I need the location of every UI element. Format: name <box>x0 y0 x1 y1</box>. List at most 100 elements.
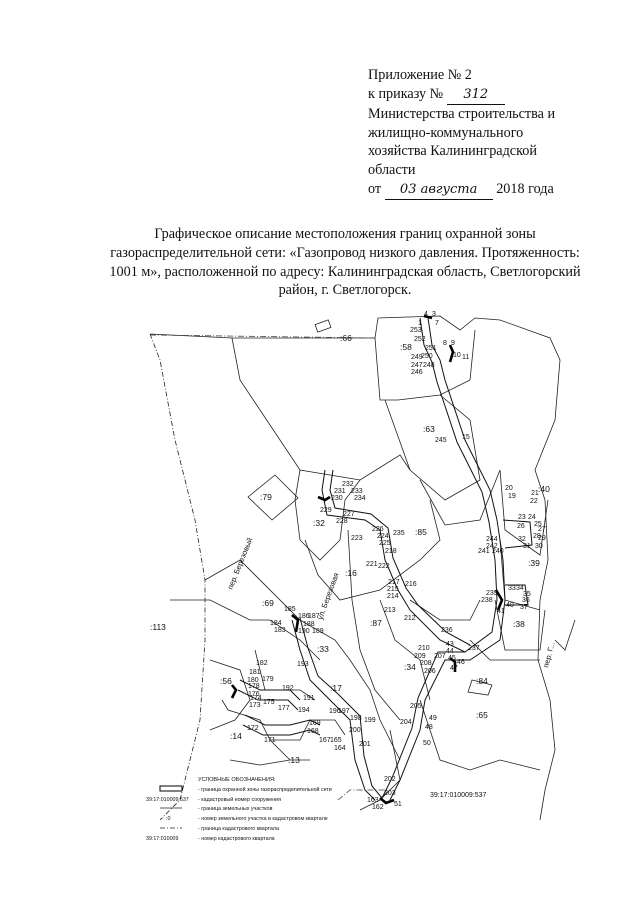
svg-text:235: 235 <box>393 530 405 537</box>
order-number-handwritten: 312 <box>446 86 505 106</box>
svg-text:210: 210 <box>418 645 430 652</box>
svg-text:41: 41 <box>497 608 505 615</box>
svg-text:35: 35 <box>523 591 531 598</box>
svg-text:242: 242 <box>486 543 498 550</box>
svg-text:212: 212 <box>404 615 416 622</box>
parcel-label: :13 <box>288 755 300 765</box>
svg-text:234: 234 <box>354 495 366 502</box>
ministry-line-3: хозяйства Калининградской <box>368 143 537 160</box>
svg-text:37: 37 <box>520 604 528 611</box>
svg-text:249: 249 <box>411 354 423 361</box>
svg-text:168: 168 <box>307 728 319 735</box>
svg-text:214: 214 <box>387 593 399 600</box>
parcel-numbers: :58 :66 :63 :79 :32 :85 :16 :40 :39 :38 … <box>150 333 550 765</box>
svg-text:176: 176 <box>248 691 260 698</box>
svg-text:246: 246 <box>411 369 423 376</box>
parcel-boundaries <box>149 315 576 821</box>
svg-text:28: 28 <box>533 533 541 540</box>
svg-text:215: 215 <box>387 586 399 593</box>
legend-item-parcel-number: - номер земельного участка в кадастровом… <box>198 816 328 822</box>
legend-sample-block-number: 39:17:010009 <box>146 836 178 842</box>
parcel-label: :56 <box>220 676 232 686</box>
svg-text:183: 183 <box>274 627 286 634</box>
svg-text:169: 169 <box>309 720 321 727</box>
svg-text:178: 178 <box>248 683 260 690</box>
svg-text:202: 202 <box>384 776 396 783</box>
svg-text:194: 194 <box>298 707 310 714</box>
svg-text:191: 191 <box>303 695 315 702</box>
svg-text:208: 208 <box>420 660 432 667</box>
svg-text:172: 172 <box>247 725 259 732</box>
svg-text:46: 46 <box>457 659 465 666</box>
svg-text:25: 25 <box>534 521 542 528</box>
parcel-label: :113 <box>150 622 166 632</box>
svg-text:171: 171 <box>264 737 276 744</box>
svg-text:233: 233 <box>351 488 363 495</box>
svg-text:231: 231 <box>334 488 346 495</box>
turning-point-numbers: 4 3 1 7 253 252 8 9 251 250 10 11 249 24… <box>247 311 546 811</box>
svg-text:190: 190 <box>298 628 310 635</box>
parcel-label: :16 <box>345 568 357 578</box>
appendix-header: Приложение № 2 к приказу № 312 Министерс… <box>368 66 618 201</box>
svg-text:50: 50 <box>423 740 431 747</box>
svg-text:239: 239 <box>486 590 498 597</box>
svg-text:217: 217 <box>388 579 400 586</box>
parcel-label: :33 <box>317 644 329 654</box>
svg-text:225: 225 <box>379 540 391 547</box>
svg-text:23: 23 <box>518 514 526 521</box>
svg-text:240: 240 <box>492 548 504 555</box>
svg-text:189: 189 <box>312 628 324 635</box>
parcel-label: :79 <box>260 492 272 502</box>
parcel-label: :69 <box>262 598 274 608</box>
ministry-line-2: жилищно-коммунального <box>368 124 524 141</box>
legend-title: УСЛОВНЫЕ ОБОЗНАЧЕНИЯ: <box>198 777 276 783</box>
svg-text:3: 3 <box>432 311 436 318</box>
svg-text:10: 10 <box>453 352 461 359</box>
parcel-label: :14 <box>230 731 242 741</box>
svg-text:205: 205 <box>410 703 422 710</box>
svg-text:197: 197 <box>338 708 350 715</box>
parcel-label: :58 <box>400 342 412 352</box>
svg-text:226: 226 <box>372 526 384 533</box>
parcel-label: :17 <box>330 683 342 693</box>
svg-text:27: 27 <box>538 526 546 533</box>
svg-text:252: 252 <box>414 336 426 343</box>
legend-item-block-number: - номер кадастрового квартала <box>198 836 275 842</box>
svg-text:182: 182 <box>256 660 268 667</box>
gas-pipeline-route <box>237 317 533 801</box>
svg-text:179: 179 <box>262 676 274 683</box>
svg-text:228: 228 <box>336 518 348 525</box>
order-line: к приказу № 312 <box>368 85 618 106</box>
svg-text:253: 253 <box>410 327 422 334</box>
svg-text:8: 8 <box>443 340 447 347</box>
svg-text:203: 203 <box>384 790 396 797</box>
cadastral-block-boundary <box>149 334 390 801</box>
svg-text:181: 181 <box>249 669 261 676</box>
svg-text:11: 11 <box>462 354 469 361</box>
svg-text:199: 199 <box>364 717 376 724</box>
street-label-third: пер. Г... <box>541 641 556 668</box>
legend-item-parcel-boundary: - граница земельных участков <box>198 806 273 812</box>
legend-sample-structure: 39:17:010009:537 <box>146 797 189 803</box>
svg-text:204: 204 <box>400 719 412 726</box>
parcel-label: :39 <box>528 558 540 568</box>
svg-text:29: 29 <box>538 535 546 542</box>
cadastral-structure-number: 39:17:010009:537 <box>430 792 487 799</box>
svg-text:198: 198 <box>350 715 362 722</box>
ministry-line-4: области <box>368 161 416 178</box>
parcel-label: :87 <box>370 618 382 628</box>
svg-text:40: 40 <box>506 602 514 609</box>
legend-item-structure: - кадастровый номер сооружения <box>198 796 281 803</box>
svg-text:180: 180 <box>247 677 259 684</box>
svg-text:36: 36 <box>522 597 530 604</box>
svg-text:192: 192 <box>282 685 294 692</box>
svg-text:187: 187 <box>308 613 320 620</box>
legend-item-zone: - граница охранной зоны газораспределите… <box>198 786 332 793</box>
svg-text:247: 247 <box>411 362 423 369</box>
svg-text:47: 47 <box>450 665 458 672</box>
svg-text:163: 163 <box>367 797 379 804</box>
svg-text:232: 232 <box>342 481 354 488</box>
document-title: Графическое описание местоположения гран… <box>109 226 581 299</box>
svg-text:164: 164 <box>334 745 346 752</box>
svg-text:45: 45 <box>448 655 456 662</box>
